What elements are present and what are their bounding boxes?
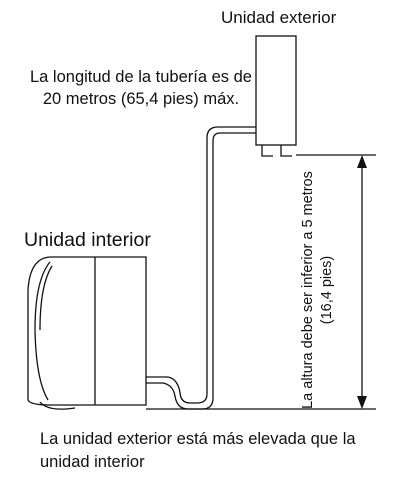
diagram-caption: La unidad exterior está más elevada que … — [40, 430, 356, 471]
indoor-unit-front-curve — [34, 261, 51, 401]
indoor-unit-bottom-curve — [39, 401, 76, 410]
outdoor-unit — [255, 35, 297, 146]
indoor-unit-body — [27, 256, 147, 406]
height-limit-note: La altura debe ser inferior a 5 metros (… — [300, 171, 335, 409]
outdoor-unit-foot-right — [280, 145, 292, 157]
height-arrow-bottom — [357, 396, 367, 409]
height-arrow-top — [357, 155, 367, 168]
refrigerant-pipe-inner — [146, 132, 256, 410]
indoor-unit-front-detail — [39, 265, 53, 331]
refrigerant-pipe-outer — [146, 126, 256, 404]
outdoor-unit-foot-left — [261, 145, 273, 157]
pipe-length-note: La longitud de la tubería es de 20 metro… — [29, 68, 252, 108]
indoor-unit-label: Unidad interior — [24, 229, 151, 251]
outdoor-unit-label: Unidad exterior — [221, 8, 337, 27]
